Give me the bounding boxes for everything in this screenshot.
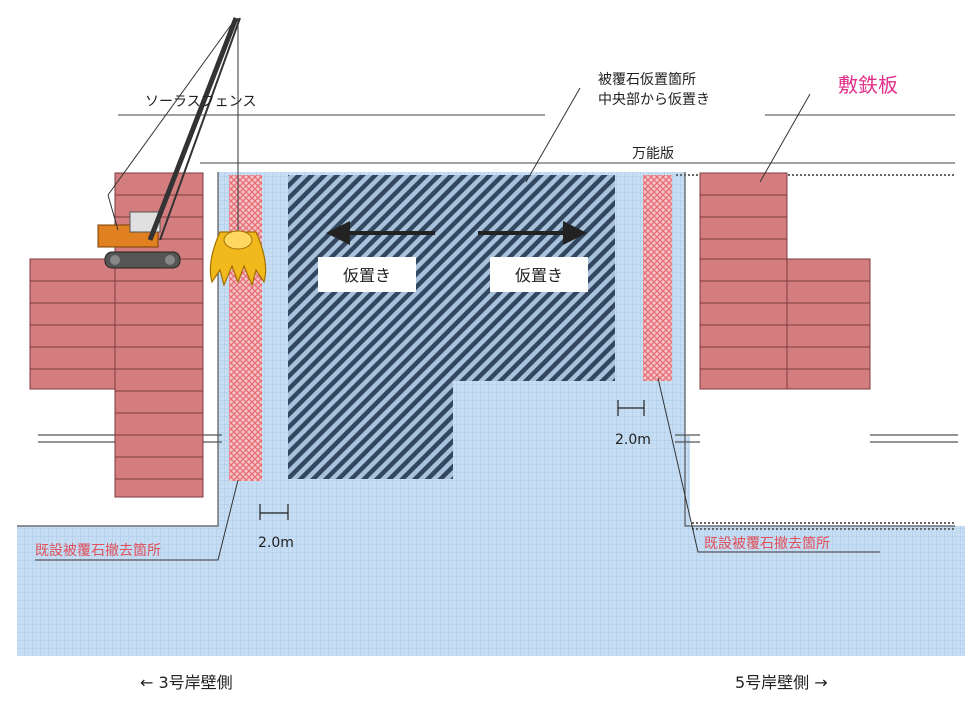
cover-stone-temp-label-1: 被覆石仮置箇所 [598, 71, 696, 88]
steel-plate-label: 敷鉄板 [838, 73, 898, 97]
leader-lines [35, 87, 880, 561]
temp-place-left-box [318, 257, 416, 292]
removal-area-right [643, 175, 672, 381]
temp-place-right-box [490, 257, 588, 292]
dimension-left-label: 2.0m [258, 535, 294, 551]
solar-fence-label: ソーラスフェンス [145, 94, 256, 110]
side-label-right: 5号岸壁側 → [735, 673, 828, 692]
removal-area-left [229, 175, 262, 481]
arrow-left-icon [326, 221, 435, 245]
dotted-edges [676, 174, 956, 530]
temp-place-left-label: 仮置き [343, 266, 391, 285]
removal-label-right: 既設被覆石撤去箇所 [704, 535, 830, 552]
removal-label-left: 既設被覆石撤去箇所 [35, 542, 161, 559]
grab-bucket-icon [209, 230, 267, 287]
steel-plates-right [699, 172, 871, 390]
quay-edge-lines [17, 172, 958, 527]
temp-place-right-label: 仮置き [515, 266, 563, 285]
dimension-right [617, 400, 645, 416]
dimension-left [259, 504, 289, 520]
solar-fence-lines [118, 114, 955, 164]
steel-plates-left [29, 172, 204, 498]
side-label-left: ← 3号岸壁側 [140, 673, 233, 692]
crawler-crane-icon [97, 17, 241, 269]
cover-stone-temp-label-2: 中央部から仮置き [598, 92, 710, 108]
universal-plate-label: 万能版 [632, 146, 674, 162]
dimension-right-label: 2.0m [615, 432, 651, 448]
arrow-right-icon [478, 221, 587, 245]
